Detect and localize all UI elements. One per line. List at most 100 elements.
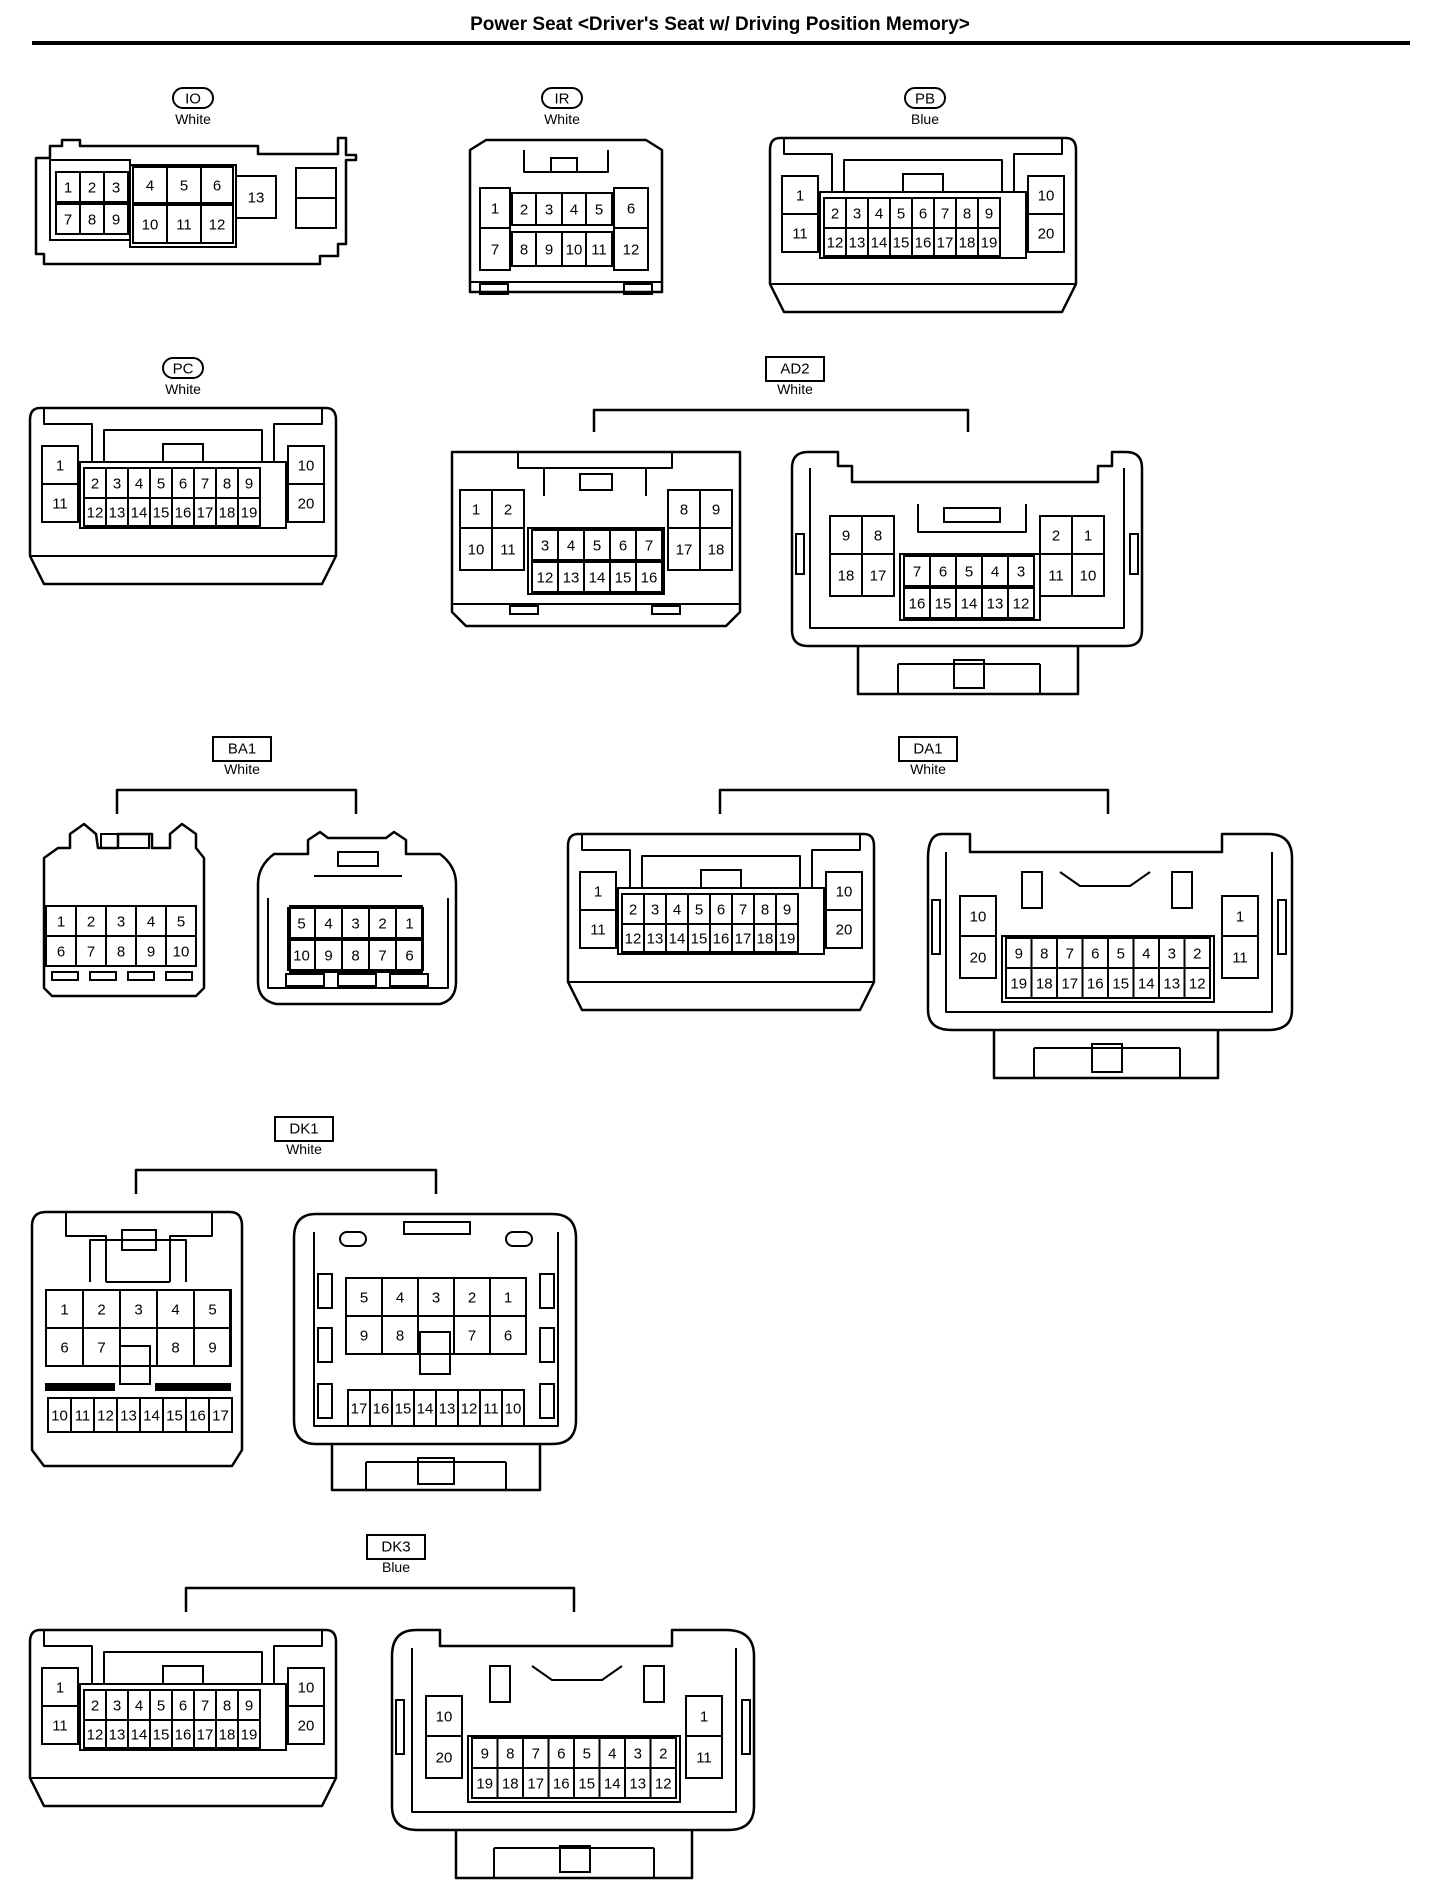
terminal-cell: 1 xyxy=(395,907,424,939)
terminal-number: 1 xyxy=(64,180,72,197)
terminal-cell: 14 xyxy=(413,1389,437,1427)
housing-outline xyxy=(992,1030,1220,1080)
terminal-cell: 5 xyxy=(345,1277,383,1317)
terminal-cell: 7 xyxy=(933,197,957,229)
terminal-number: 10 xyxy=(970,909,987,926)
terminal-cell: 14 xyxy=(955,587,983,619)
terminal-cell: 15 xyxy=(929,587,957,619)
code-oval xyxy=(172,87,214,109)
side-rail xyxy=(795,533,805,575)
terminal-number: 18 xyxy=(219,1727,236,1744)
terminal-box xyxy=(501,1389,525,1427)
terminal-number: 11 xyxy=(1232,950,1248,967)
code-box xyxy=(274,1116,334,1142)
pair-bracket xyxy=(134,1168,438,1194)
terminal-cell: 3 xyxy=(643,893,667,925)
terminal-number: 7 xyxy=(739,902,747,919)
terminal-cell: 5 xyxy=(687,893,711,925)
terminal-number: 13 xyxy=(629,1776,646,1793)
housing-outline xyxy=(1059,871,1151,887)
side-rail xyxy=(317,1327,333,1363)
terminal-cell: 18 xyxy=(215,1719,239,1749)
terminal-number: 4 xyxy=(147,914,155,931)
housing-outline xyxy=(718,788,1110,814)
terminal-cell: 2 xyxy=(82,1289,121,1329)
housing-outline xyxy=(768,136,1078,314)
terminal-cell: 2 xyxy=(453,1277,491,1317)
terminal-number: 4 xyxy=(991,564,999,581)
terminal-number: 16 xyxy=(909,596,926,613)
terminal-cell: 3 xyxy=(105,467,129,499)
terminal-number: 1 xyxy=(594,884,602,901)
terminal-number: 6 xyxy=(627,201,635,218)
terminal-number: 7 xyxy=(532,1746,540,1763)
terminal-cell: 6 xyxy=(395,939,424,971)
terminal-cell: 14 xyxy=(598,1767,626,1799)
terminal-number: 11 xyxy=(1048,568,1064,585)
terminal-number: 7 xyxy=(491,242,499,259)
terminal-cell: 9 xyxy=(237,467,261,499)
terminal-block xyxy=(79,461,287,529)
terminal-cell: 9 xyxy=(1005,937,1033,969)
housing-outline xyxy=(30,1210,244,1468)
connector-color: White xyxy=(165,381,201,397)
terminal-block xyxy=(45,905,197,967)
terminal-number: 19 xyxy=(981,235,998,252)
terminal-cell: 16 xyxy=(709,923,733,953)
terminal-number: 16 xyxy=(175,1727,192,1744)
terminal-cell: 5 xyxy=(166,166,202,204)
housing-outline xyxy=(1013,138,1063,192)
latch xyxy=(417,1457,455,1485)
terminal-cell: 15 xyxy=(889,227,913,257)
terminal-number: 9 xyxy=(1015,946,1023,963)
terminal-cell: 2 xyxy=(491,489,525,529)
terminal-number: 6 xyxy=(717,902,725,919)
terminal-cell: 15 xyxy=(609,561,637,593)
terminal-box xyxy=(635,561,663,593)
terminal-number: 5 xyxy=(180,178,188,195)
terminal-cell: 6 xyxy=(45,1327,84,1367)
terminal-cell: 4 xyxy=(127,467,151,499)
terminal-cell: 3 xyxy=(105,1689,129,1721)
terminal-number: 7 xyxy=(97,1340,105,1357)
terminal-number: 13 xyxy=(1163,976,1180,993)
terminal-number: 2 xyxy=(97,1302,105,1319)
terminal-cell: 17 xyxy=(193,497,217,527)
terminal-cell: 14 xyxy=(1132,967,1160,999)
terminal-cell: 13 xyxy=(624,1767,652,1799)
terminal-cell: 16 xyxy=(171,1719,195,1749)
terminal-number: 19 xyxy=(1010,976,1027,993)
pair-bracket xyxy=(184,1586,576,1612)
terminal-cell: 18 xyxy=(699,527,733,571)
terminal-number: 16 xyxy=(713,931,730,948)
terminal-cell: 2 xyxy=(511,192,537,226)
terminal-cell: 16 xyxy=(171,497,195,527)
terminal-box xyxy=(585,231,613,267)
terminal-cell: 11 xyxy=(1221,935,1259,979)
lock-post xyxy=(489,1665,511,1703)
page-title: Power Seat <Driver's Seat w/ Driving Pos… xyxy=(470,14,970,35)
terminal-cell: 1 xyxy=(459,489,493,529)
terminal-cell: 7 xyxy=(368,939,397,971)
connector-color: White xyxy=(175,111,211,127)
pair-bracket xyxy=(115,788,358,814)
terminal-number: 12 xyxy=(87,505,104,522)
terminal-box xyxy=(685,1735,723,1779)
terminal-number: 12 xyxy=(537,570,554,587)
terminal-cell: 12 xyxy=(457,1389,481,1427)
terminal-cell: 6 xyxy=(171,467,195,499)
housing-outline xyxy=(273,1630,323,1684)
terminal-number: 18 xyxy=(502,1776,519,1793)
housing-outline xyxy=(523,150,609,173)
terminal-box xyxy=(103,171,129,203)
terminal-number: 4 xyxy=(570,202,578,219)
terminal-number: 6 xyxy=(179,1698,187,1715)
terminal-box xyxy=(491,527,525,571)
terminal-number: 8 xyxy=(874,528,882,545)
terminal-number: 15 xyxy=(166,1408,183,1425)
